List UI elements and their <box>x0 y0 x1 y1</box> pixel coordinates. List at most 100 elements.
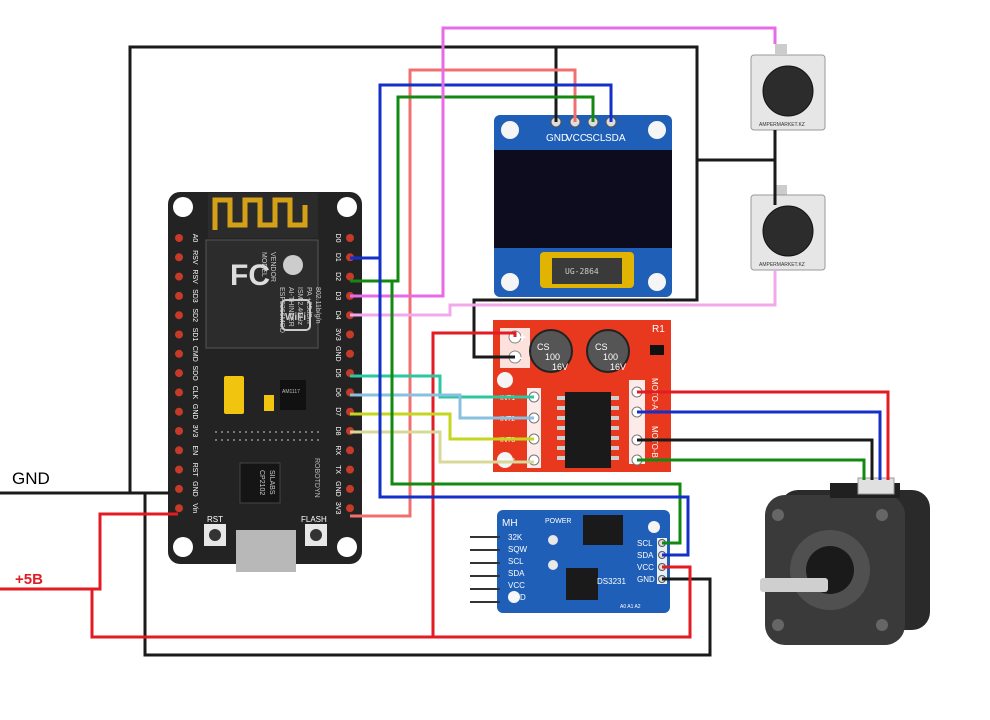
rtc-pin-sda-left: SDA <box>508 569 525 578</box>
gnd-label: GND <box>12 469 50 488</box>
oled-pin-sda: SDA <box>605 133 626 144</box>
right-pin-6 <box>346 349 354 358</box>
right-pin-2 <box>346 272 354 281</box>
driver-minus-label: - <box>518 349 523 365</box>
right-pin-label-3: D3 <box>334 291 341 300</box>
oled-pin-vcc: VCC <box>566 133 587 144</box>
right-pin-0 <box>346 234 354 242</box>
wire-in2 <box>350 393 534 420</box>
rtc-left-pins <box>470 536 500 603</box>
usb-chip-model: CP2102 <box>258 470 265 495</box>
left-pin-4 <box>175 311 183 320</box>
wire-gnd-bottom <box>143 493 712 657</box>
rst-label: RST <box>207 515 223 524</box>
micro-usb-connector <box>236 530 296 572</box>
wifi-logo: WiFi <box>285 312 306 323</box>
left-pin-label-4: SD2 <box>191 308 198 322</box>
cap2-text-1: CS <box>595 342 608 352</box>
right-pin-label-8: D6 <box>334 388 341 397</box>
left-pin-8 <box>175 388 183 397</box>
esp-text-2: VENDOR <box>269 252 276 282</box>
left-pin-10 <box>175 427 183 435</box>
cap1-text-1: CS <box>537 342 550 352</box>
driver-input-pins <box>527 388 541 468</box>
driver-motor-pins <box>629 380 645 466</box>
right-pin-label-7: D5 <box>334 369 341 378</box>
right-pin-12 <box>346 465 354 474</box>
left-pin-label-14: Vin <box>191 503 198 513</box>
left-pin-9 <box>175 407 183 416</box>
moto-a-label: MOTO-A <box>650 378 659 411</box>
wire-motor-red <box>637 390 890 480</box>
esp-text-6: PA +25dBm <box>305 287 312 324</box>
oled-ribbon-text: UG-2864 <box>565 267 599 276</box>
push-button-1[interactable]: AMPERMARKET.KZ <box>750 44 826 131</box>
wire-power-main <box>0 512 178 591</box>
wire-in3 <box>350 412 534 441</box>
cap1-text-2: 100 <box>545 352 560 362</box>
wire-power-bottom <box>90 565 692 639</box>
rtc-header-label: MH <box>502 518 518 529</box>
rtc-pin-vcc: VCC <box>637 563 654 572</box>
right-pin-label-9: D7 <box>334 407 341 416</box>
oled-display: UG-2864 GND VCC SCL SDA <box>494 115 672 297</box>
left-pin-6 <box>175 349 183 358</box>
left-pin-label-9: GND <box>191 404 198 420</box>
left-pin-label-10: 3V3 <box>191 425 198 438</box>
right-pin-14 <box>346 504 354 513</box>
wires <box>0 26 890 657</box>
right-pin-13 <box>346 484 354 493</box>
capacitor-2 <box>586 329 630 373</box>
oled-pin-scl: SCL <box>586 133 606 144</box>
left-pin-2 <box>175 272 183 281</box>
flash-label: FLASH <box>301 515 327 524</box>
wire-motor-black <box>637 438 874 480</box>
voltage-regulator <box>280 380 306 410</box>
left-pin-11 <box>175 446 183 455</box>
rtc-pin-scl-left: SCL <box>508 557 524 566</box>
rtc-pin-scl: SCL <box>637 539 653 548</box>
rtc-address-label: A0 A1 A2 <box>620 604 641 610</box>
esp-text-4: AI-THINKER <box>287 287 294 327</box>
rtc-module: MH POWER DS3231 32K SQW SCL SDA VCC GND <box>470 510 670 613</box>
left-pin-12 <box>175 465 183 474</box>
wire-oled-sda <box>350 83 613 260</box>
r1-label: R1 <box>652 324 665 335</box>
left-pin-label-1: RSV <box>191 250 198 265</box>
driver-ic <box>565 392 611 468</box>
left-pin-label-5: SD1 <box>191 328 198 342</box>
driver-plus-label: + <box>518 329 526 345</box>
wire-oled-scl <box>350 95 595 283</box>
right-pin-5 <box>346 330 354 339</box>
wire-gnd-driver <box>472 160 699 359</box>
power-label: +5B <box>15 571 43 588</box>
rtc-pin-vcc-left: VCC <box>508 581 525 590</box>
wire-motor-green <box>637 458 866 480</box>
oled-screen <box>494 150 672 248</box>
rtc-power-label: POWER <box>545 518 571 525</box>
rtc-chip <box>566 568 598 600</box>
left-pin-label-13: GND <box>191 481 198 497</box>
right-pin-label-0: D0 <box>334 234 341 243</box>
motor-driver-board: + - CS 100 16V CS 100 16V R1 INT1 <box>493 320 671 472</box>
left-pin-3 <box>175 291 183 300</box>
regulator-label: AM1117 <box>282 389 300 395</box>
tantalum-capacitor <box>224 376 244 414</box>
left-pin-label-7: SDO <box>191 366 198 382</box>
wire-button2 <box>350 270 777 317</box>
right-pin-11 <box>346 446 354 455</box>
moto-b-label: MOTO-B <box>650 426 659 458</box>
right-pin-label-11: RX <box>334 445 341 455</box>
left-pin-label-3: SD3 <box>191 289 198 303</box>
board-brand: ROBOTDYN <box>313 458 320 498</box>
oled-pin-gnd: GND <box>546 133 568 144</box>
left-pin-label-2: RSV <box>191 269 198 284</box>
right-pin-label-12: TX <box>334 465 341 474</box>
rtc-pin-sda: SDA <box>637 551 654 560</box>
button-2-brand: AMPERMARKET.KZ <box>759 262 805 268</box>
esp-text-7: 802.11b/g/n <box>314 287 321 324</box>
push-button-2[interactable]: AMPERMARKET.KZ <box>750 185 826 271</box>
right-pin-label-10: D8 <box>334 427 341 436</box>
